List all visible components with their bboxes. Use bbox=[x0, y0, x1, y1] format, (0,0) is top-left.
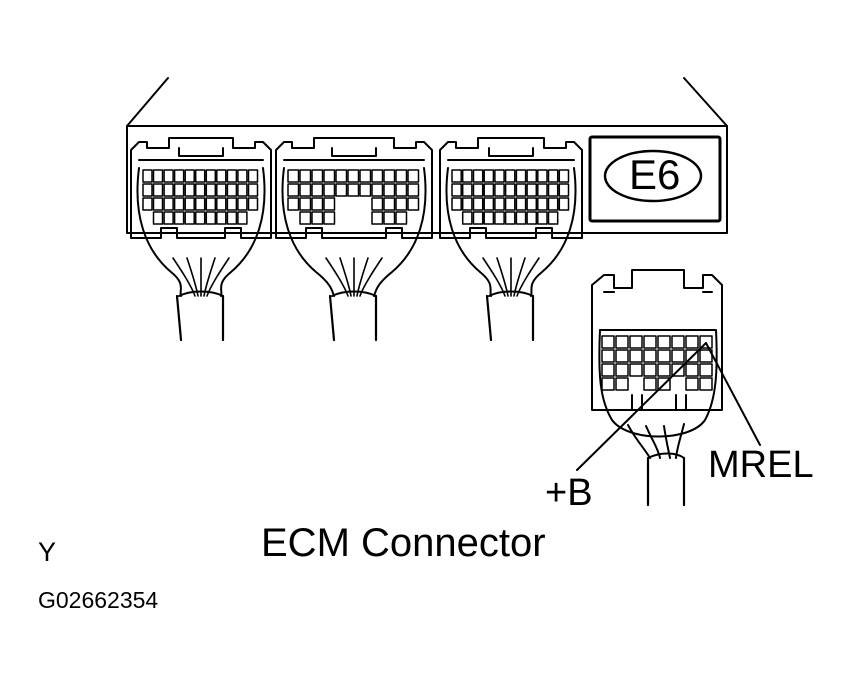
plus-b-terminal-label: +B bbox=[545, 472, 593, 514]
connector-id-label: E6 bbox=[629, 151, 681, 198]
diagram-title: ECM Connector bbox=[261, 521, 546, 565]
e6-harness-connector bbox=[591, 269, 723, 507]
e6-label-plate bbox=[588, 135, 722, 223]
leader-lines bbox=[576, 342, 761, 471]
ecm-housing bbox=[126, 77, 728, 234]
corner-letter: Y bbox=[38, 537, 57, 567]
mrel-terminal-label: MREL bbox=[708, 444, 814, 486]
ecm-connector-3 bbox=[439, 137, 583, 342]
ecm-connector-1 bbox=[130, 137, 272, 342]
figure-code: G02662354 bbox=[38, 587, 159, 613]
ecm-connector-2 bbox=[275, 137, 433, 342]
